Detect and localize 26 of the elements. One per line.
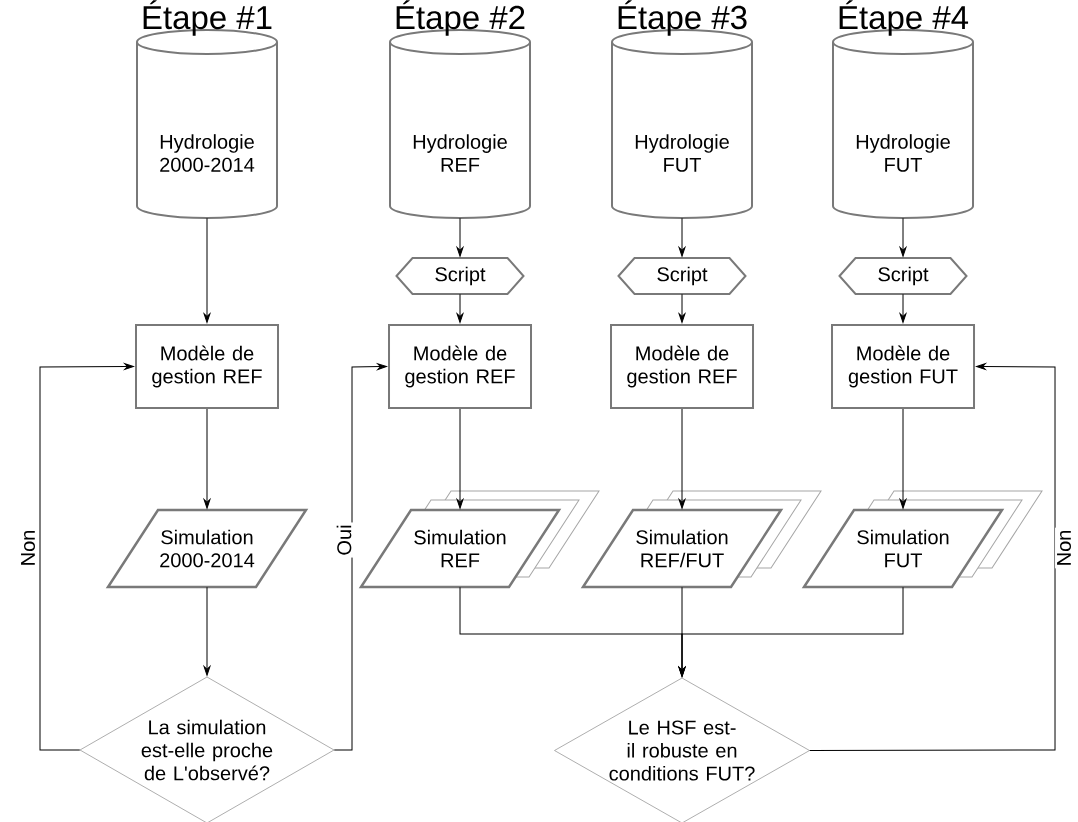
arrow	[899, 217, 907, 257]
arrow	[333, 363, 387, 751]
arrow	[678, 217, 686, 257]
process-box: Modèle de gestion REF	[135, 324, 279, 409]
arrow	[678, 586, 904, 677]
arrow	[899, 293, 907, 323]
arrow	[456, 217, 464, 257]
arrow	[39, 363, 134, 751]
process-box: Modèle de gestion FUT	[831, 324, 975, 409]
arrow	[456, 408, 464, 509]
arrow	[456, 293, 464, 323]
preparation-hexagon: Script	[395, 257, 525, 295]
arrow	[678, 408, 686, 509]
arrow	[899, 408, 907, 509]
edge-label: Non	[1055, 527, 1073, 569]
arrow	[203, 217, 211, 323]
arrow	[203, 408, 211, 509]
process-box: Modèle de gestion REF	[610, 324, 754, 409]
preparation-hexagon: Script	[838, 257, 968, 295]
arrow	[809, 363, 1056, 751]
edge-label: Non	[19, 527, 37, 569]
arrow	[678, 293, 686, 323]
edge-label: Oui	[334, 522, 354, 558]
process-box: Modèle de gestion REF	[388, 324, 532, 409]
preparation-hexagon: Script	[617, 257, 747, 295]
arrow	[203, 586, 211, 676]
